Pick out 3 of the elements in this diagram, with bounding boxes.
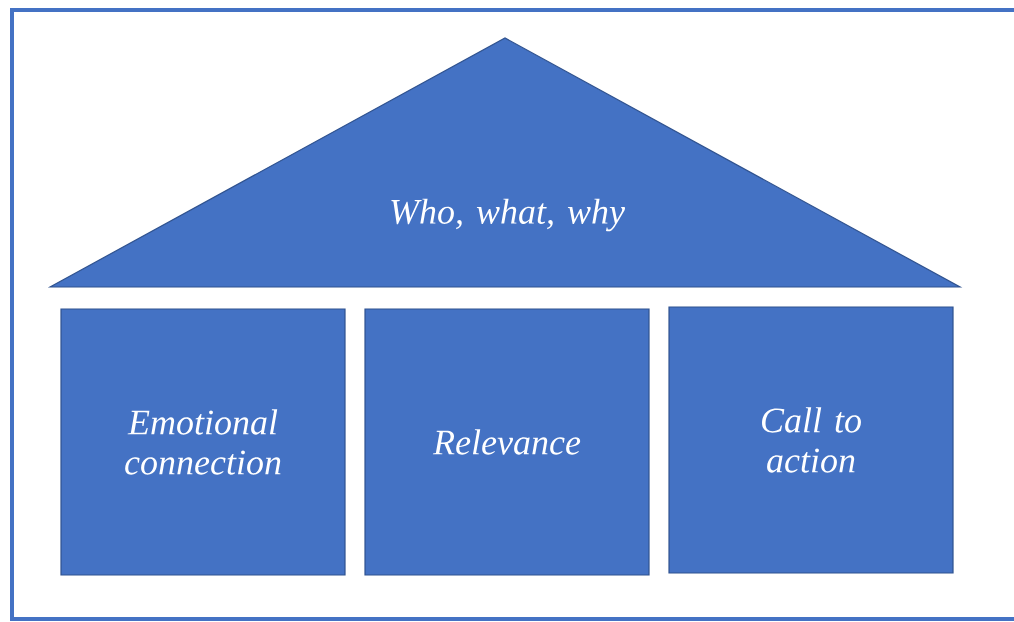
- pillar-box: Relevance: [364, 308, 650, 576]
- pillar-box: Emotional connection: [60, 308, 346, 576]
- pillar-box: Call to action: [668, 306, 954, 574]
